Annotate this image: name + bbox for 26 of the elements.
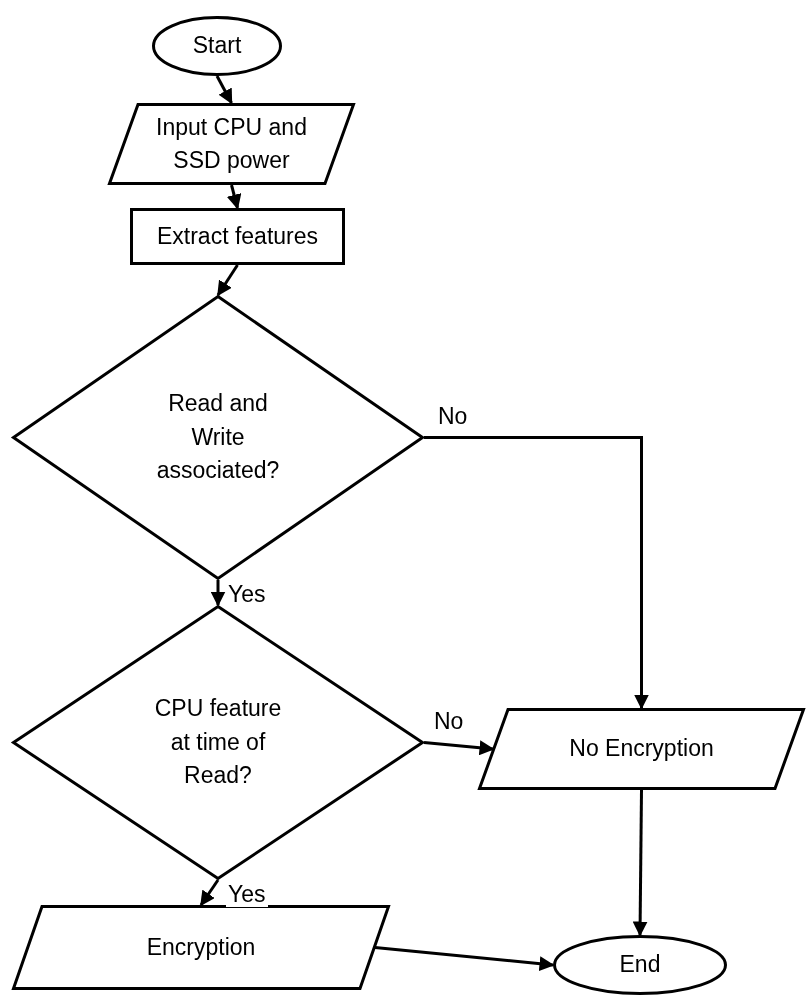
node-text: End	[619, 950, 661, 980]
decision-diamond	[12, 295, 424, 580]
node-text: Extract features	[156, 221, 319, 251]
data-parallelogram	[108, 103, 355, 185]
arrow	[374, 946, 555, 972]
decision-diamond	[12, 605, 424, 880]
node-text: Input CPU and SSD power	[155, 112, 308, 175]
terminal-ellipse	[152, 16, 282, 76]
arrow	[210, 580, 226, 607]
process-box	[130, 208, 345, 265]
arrow	[423, 740, 495, 756]
terminal-ellipse	[553, 935, 727, 995]
data-parallelogram	[12, 905, 390, 990]
node-text: No Encryption	[569, 734, 714, 764]
node-text: Encryption	[146, 932, 256, 962]
arrow	[216, 264, 239, 297]
arrow	[215, 75, 233, 105]
arrow	[424, 436, 649, 710]
arrow	[199, 879, 220, 907]
edge-label: Yes	[226, 882, 268, 908]
node-text: Read and Write associated?	[155, 389, 281, 486]
arrow	[226, 184, 242, 210]
data-parallelogram	[478, 708, 805, 790]
node-text: CPU feature at time of Read?	[153, 694, 283, 791]
arrow	[632, 790, 648, 937]
node-text: Start	[192, 31, 242, 61]
